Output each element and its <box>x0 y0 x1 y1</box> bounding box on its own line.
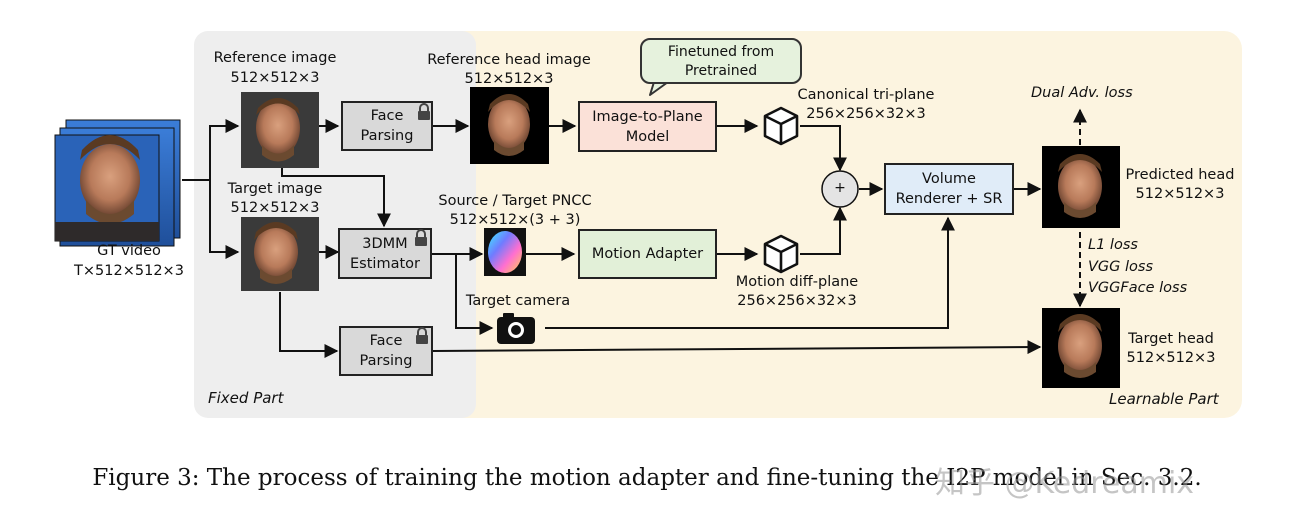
image-to-plane-line1: Image-to-Plane <box>592 108 703 125</box>
motion-diffplane-title: Motion diff-plane <box>735 274 859 290</box>
target-camera-label: Target camera <box>465 293 571 309</box>
reference-face-photo <box>241 92 319 168</box>
plus-symbol: + <box>834 180 846 196</box>
arrow-gt-to-target <box>209 180 240 259</box>
image-to-plane-line2: Model <box>625 128 670 145</box>
target-image-title: Target image <box>227 181 323 197</box>
watermark-text: 知乎 @Kedreamix <box>935 466 1195 501</box>
motion-adapter-label: Motion Adapter <box>591 246 704 262</box>
lock-icon <box>418 103 430 120</box>
vgg-loss-label: VGG loss <box>1088 259 1154 275</box>
volume-renderer-line1: Volume <box>922 171 976 187</box>
reference-image-title: Reference image <box>213 50 337 66</box>
target-head-photo <box>1042 308 1120 388</box>
target-head-title: Target head <box>1128 331 1214 347</box>
motion-adapter-box: Motion Adapter <box>578 229 717 279</box>
arrow-parsing-to-targethead <box>432 340 1042 355</box>
arrow-ref-to-estimator <box>281 168 391 228</box>
motion-diffplane-dims: 256×256×32×3 <box>737 293 857 309</box>
dual-adv-loss-label: Dual Adv. loss <box>1031 85 1133 101</box>
reference-image-dims: 512×512×3 <box>230 70 320 86</box>
arrow-estimator-to-camera <box>455 254 494 335</box>
target-head-dims: 512×512×3 <box>1126 350 1216 366</box>
predicted-head-title: Predicted head <box>1125 167 1235 183</box>
target-face-photo <box>241 217 319 291</box>
pncc-image <box>484 228 526 276</box>
pncc-title: Source / Target PNCC <box>438 193 592 209</box>
arrow-target-to-parsing <box>279 292 339 358</box>
gt-video-frames <box>54 119 181 247</box>
volume-renderer-line2: Renderer + SR <box>895 191 1003 207</box>
finetuned-bubble: Finetuned from Pretrained <box>640 38 802 84</box>
learnable-part-label: Learnable Part <box>1109 390 1219 408</box>
fixed-part-label: Fixed Part <box>208 389 284 407</box>
figure-caption: Figure 3: The process of training the mo… <box>92 465 1202 491</box>
lock-icon <box>416 327 428 344</box>
face-parsing-bottom-line1: Face <box>369 333 403 349</box>
predicted-head-dims: 512×512×3 <box>1135 186 1225 202</box>
cube-icon <box>763 234 799 274</box>
camera-icon <box>497 313 535 344</box>
bubble-tail <box>649 81 669 96</box>
estimator-line1: 3DMM <box>362 235 408 252</box>
arrow-camera-to-renderer <box>545 216 955 329</box>
arrow-triplane-to-plus <box>800 125 847 172</box>
gt-video-title: GT video <box>97 243 161 259</box>
canonical-triplane-title: Canonical tri-plane <box>797 87 935 103</box>
reference-head-dims: 512×512×3 <box>464 71 554 87</box>
finetuned-bubble-line1: Finetuned from <box>667 44 775 60</box>
arrow-gt-to-reference <box>182 119 240 181</box>
face-parsing-top-line1: Face <box>370 108 404 124</box>
face-parsing-bottom-line2: Parsing <box>359 353 413 369</box>
lock-icon <box>415 229 427 246</box>
finetuned-bubble-line2: Pretrained <box>684 63 758 79</box>
cube-icon <box>763 106 799 146</box>
reference-head-title: Reference head image <box>427 52 591 68</box>
arrow-diffplane-to-plus <box>800 206 847 255</box>
l1-loss-label: L1 loss <box>1088 237 1138 253</box>
estimator-line2: Estimator <box>350 255 420 272</box>
face-parsing-top-line2: Parsing <box>360 128 414 144</box>
pncc-dims: 512×512×(3 + 3) <box>449 212 581 228</box>
predicted-head-photo <box>1042 146 1120 228</box>
canonical-triplane-dims: 256×256×32×3 <box>806 106 926 122</box>
plus-circle-icon <box>821 170 859 208</box>
vggface-loss-label: VGGFace loss <box>1088 280 1188 296</box>
target-image-dims: 512×512×3 <box>230 200 320 216</box>
gt-video-dims: T×512×512×3 <box>74 263 184 279</box>
reference-head-photo <box>470 87 549 164</box>
